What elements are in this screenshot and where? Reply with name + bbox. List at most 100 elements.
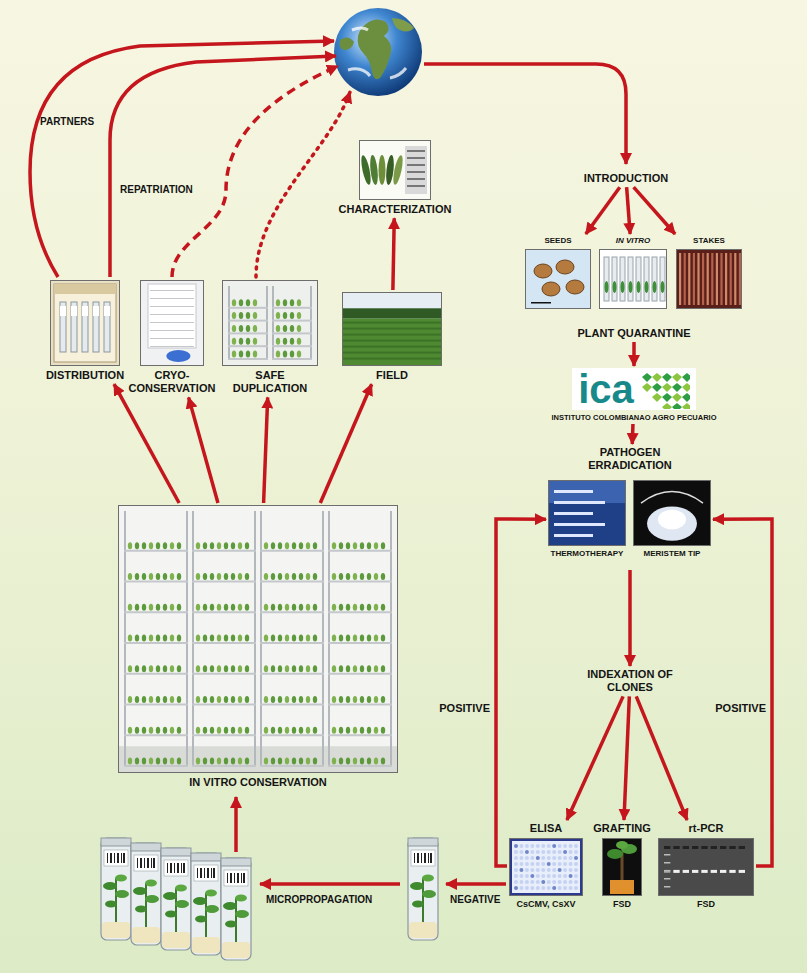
photo-detail — [339, 696, 343, 703]
photo-detail — [177, 727, 181, 734]
photo-detail — [285, 696, 289, 703]
photo-detail — [272, 307, 312, 309]
photo-detail — [519, 868, 523, 872]
photo-detail — [342, 308, 442, 318]
photo-detail — [124, 581, 188, 583]
photo-detail — [224, 635, 228, 642]
photo-detail — [628, 257, 633, 301]
photo-detail — [272, 345, 312, 347]
photo-detail — [734, 253, 736, 305]
photo-detail — [367, 573, 371, 580]
photo-detail — [720, 846, 726, 849]
photo-detail — [135, 758, 139, 765]
photo-detail — [228, 358, 268, 360]
photo-detail — [664, 846, 670, 849]
group-band: PATHOGEN ERRADICATIONTHERMOTHERAPYMERIST… — [540, 446, 720, 568]
photo-detail — [238, 573, 242, 580]
photo-detail — [332, 727, 336, 734]
photo-detail — [541, 850, 545, 854]
photo-detail — [367, 542, 371, 549]
photo-detail — [156, 635, 160, 642]
tube-set — [101, 838, 131, 940]
photo-detail — [610, 880, 634, 894]
photo-detail — [217, 542, 221, 549]
photo-detail — [142, 727, 146, 734]
photo-detail — [150, 290, 194, 291]
photo-detail — [536, 844, 540, 848]
photo-detail — [271, 696, 275, 703]
photo-detail — [264, 758, 268, 765]
photo-detail — [149, 635, 153, 642]
photo-detail — [514, 850, 518, 854]
photo-detail — [264, 727, 268, 734]
photo-detail — [142, 758, 146, 765]
photo-detail — [166, 350, 190, 362]
photo-detail — [246, 299, 250, 306]
photo-detail — [725, 253, 727, 305]
photo-detail — [196, 727, 200, 734]
photo-detail — [272, 320, 312, 322]
photo-detail — [569, 862, 573, 866]
photo-detail — [339, 665, 343, 672]
photo-detail — [210, 573, 214, 580]
photo-detail — [604, 257, 609, 301]
arrow-label: MICROPROPAGATION — [266, 894, 372, 906]
node-label: rt-PCR — [689, 822, 724, 835]
photo-detail — [196, 696, 200, 703]
photo-leaves — [359, 140, 431, 200]
photo-detail — [163, 604, 167, 611]
photo-detail — [163, 727, 167, 734]
photo-detail — [246, 338, 250, 345]
photo-detail — [720, 253, 722, 305]
photo-detail — [672, 373, 682, 382]
photo-detail — [547, 886, 551, 890]
photo-detail — [342, 322, 442, 324]
photo-detail — [203, 542, 207, 549]
photo-detail — [531, 302, 551, 304]
photo-detail — [238, 542, 242, 549]
photo-cryo — [140, 280, 204, 366]
photo-detail — [526, 249, 591, 308]
photo-detail — [170, 542, 174, 549]
photo-detail — [547, 868, 551, 872]
photo-detail — [297, 299, 301, 306]
photo-detail — [682, 383, 690, 392]
photo-detail — [217, 604, 221, 611]
node-label: STAKES — [693, 236, 725, 246]
photo-detail — [228, 345, 268, 347]
photo-detail — [514, 844, 518, 848]
photo-detail — [374, 758, 378, 765]
photo-detail — [290, 312, 294, 319]
photo-detail — [367, 758, 371, 765]
photo-detail — [285, 573, 289, 580]
photo-detail — [135, 573, 139, 580]
photo-detail — [328, 734, 392, 736]
photo-detail — [93, 302, 99, 352]
photo-detail — [642, 373, 652, 382]
node-label: INTRODUCTION — [584, 172, 668, 185]
photo-detail — [664, 870, 670, 873]
photo-detail — [369, 155, 379, 186]
photo-detail — [238, 758, 242, 765]
photo-detail — [346, 573, 350, 580]
photo-detail — [569, 856, 573, 860]
photo-detail — [530, 874, 534, 878]
photo-node: STAKES — [676, 236, 742, 309]
photo-detail — [297, 338, 301, 345]
photo-detail — [602, 838, 642, 896]
photo-detail — [558, 850, 562, 854]
photo-detail — [360, 696, 364, 703]
photo-detail — [353, 573, 357, 580]
photo-detail — [739, 870, 745, 873]
photo-detail — [342, 292, 442, 366]
photo-detail — [245, 665, 249, 672]
photo-detail — [142, 635, 146, 642]
photo-detail — [525, 856, 529, 860]
photo-node: ELISACsCMV, CsXV — [509, 822, 583, 910]
photo-detail — [346, 758, 350, 765]
photo-detail — [239, 325, 243, 332]
photo-detail — [536, 880, 540, 884]
photo-detail — [607, 849, 623, 859]
photo-detail — [231, 665, 235, 672]
photo-detail — [558, 886, 562, 890]
